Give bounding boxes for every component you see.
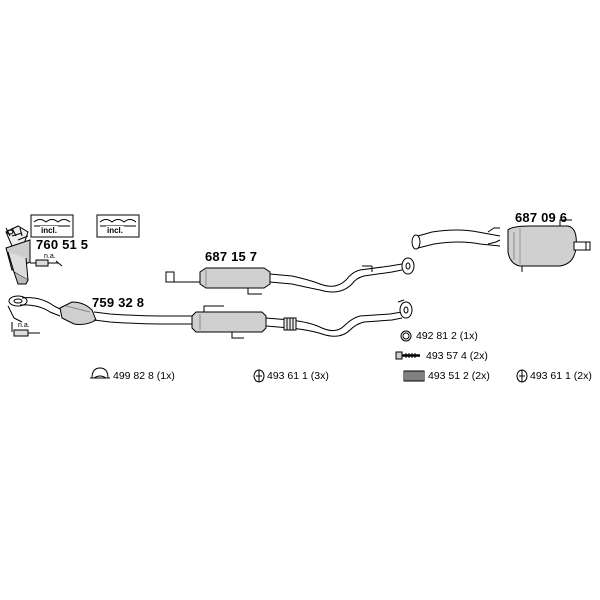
na-label-2: n.a. [18, 322, 30, 329]
spring-icon [403, 370, 425, 382]
incl-kit-box-2: incl. [96, 214, 140, 238]
na-label-1: n.a. [44, 253, 56, 260]
accessory-rubber-mount-a: 499 82 8 (1x) [113, 370, 175, 382]
rear-silencer-drawing [411, 219, 591, 272]
accessory-rubber-mount-c: 493 61 1 (2x) [530, 370, 592, 382]
accessory-clamp-ring: 492 81 2 (1x) [416, 330, 478, 342]
accessory-spring: 493 51 2 (2x) [428, 370, 490, 382]
bolt-icon [395, 351, 420, 360]
rubber-hanger-icon-1 [253, 369, 265, 383]
rubber-mount-ring-icon [90, 367, 110, 379]
part-number-687157: 687 15 7 [205, 249, 258, 264]
part-number-760515: 760 51 5 [36, 237, 89, 252]
lambda-sensor-1-drawing [30, 259, 63, 267]
incl-label-1: incl. [40, 226, 59, 235]
rubber-hanger-icon-2 [516, 369, 528, 383]
clamp-ring-icon [400, 330, 412, 342]
accessory-bolt: 493 57 4 (2x) [426, 350, 488, 362]
middle-silencer-drawing [165, 257, 415, 295]
manifold-catalyst-drawing [5, 225, 31, 285]
part-number-687096: 687 09 6 [515, 210, 568, 225]
lower-middle-section-drawing [191, 299, 413, 339]
lambda-sensor-2-drawing [7, 305, 40, 337]
front-catalyst-drawing [8, 295, 196, 325]
incl-label-2: incl. [106, 226, 125, 235]
incl-kit-box-1: incl. [30, 214, 74, 238]
accessory-rubber-mount-b: 493 61 1 (3x) [267, 370, 329, 382]
part-number-759328: 759 32 8 [92, 295, 145, 310]
